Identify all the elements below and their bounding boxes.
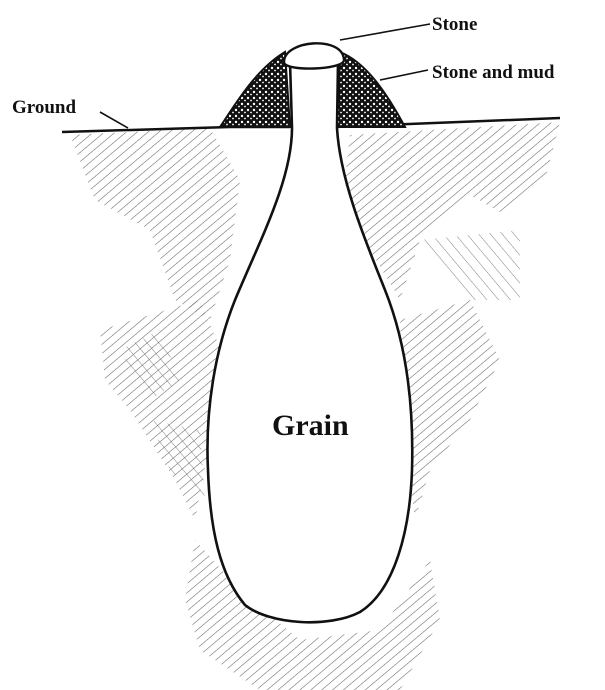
ground-label: Ground [12,97,77,118]
grain-label: Grain [272,409,349,442]
stone-cap [284,43,344,68]
ground-leader-line [100,112,128,128]
stone-leader-line [340,24,430,40]
stone-and-mud-label: Stone and mud [432,62,555,83]
stone-and-mud-leader-line [380,70,428,80]
stone-label: Stone [432,14,477,35]
